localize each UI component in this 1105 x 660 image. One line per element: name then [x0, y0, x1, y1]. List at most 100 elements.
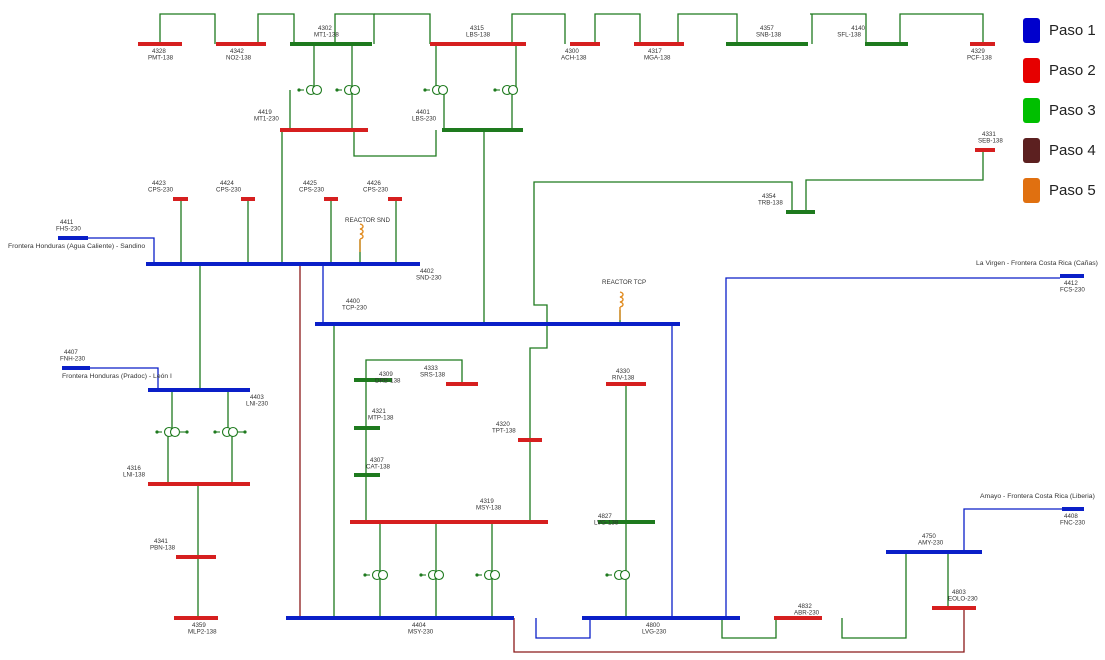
connection-line: [721, 618, 777, 639]
reactor-icon: [619, 291, 624, 320]
bus-number-label: 4321: [372, 408, 386, 415]
bus-number-label: 4309: [379, 371, 393, 378]
connection-line: [513, 608, 965, 653]
transformer-icon: [423, 84, 449, 96]
bus-name-label: TPT-138: [492, 428, 516, 435]
bus-number-label: 4827: [598, 513, 612, 520]
transformer-icon: [213, 426, 239, 438]
bus-number-label: 4803: [952, 589, 966, 596]
bus-name-label: PBN-138: [150, 545, 176, 552]
bus-name-label: FNC-230: [1060, 520, 1086, 527]
bus-name-label: CPS-230: [299, 187, 325, 194]
bus-name-label: SRS-138: [420, 372, 446, 379]
bus-name-label: RIV-138: [612, 375, 635, 382]
bus-name-label: MT1-138: [314, 32, 339, 39]
equipment-symbols: [155, 84, 631, 581]
transformer-icon: [297, 84, 323, 96]
bus-name-label: CPS-230: [216, 187, 242, 194]
bus-number-label: 4408: [1064, 513, 1078, 520]
bus-number-label: 4411: [60, 219, 74, 226]
legend-swatch: [1023, 137, 1040, 163]
legend: Paso 1 Paso 2 Paso 3 Paso 4 Paso 5: [1018, 10, 1105, 210]
connection-line: [841, 552, 907, 639]
bus-number-label: 4140: [851, 25, 865, 32]
bus-name-label: SND-230: [416, 275, 442, 282]
connection-line: [353, 130, 437, 157]
bus-number-label: 4404: [412, 622, 426, 629]
connection-line: [810, 13, 867, 44]
bus-number-label: 4331: [982, 131, 996, 138]
connection-line: [334, 13, 375, 44]
bus-name-label: PMT-138: [148, 55, 174, 62]
bus-name-label: SEB-138: [978, 138, 1003, 145]
bus-number-label: 4328: [152, 48, 166, 55]
legend-item: Paso 5: [1018, 170, 1105, 210]
legend-item: Paso 4: [1018, 130, 1105, 170]
bus-number-label: 4423: [152, 180, 166, 187]
connection-line: [374, 13, 431, 44]
bus-name-label: LNI-138: [123, 472, 146, 479]
legend-swatch: [1023, 97, 1040, 123]
bus-name-label: EOLO-230: [948, 596, 978, 603]
bus-number-label: 4302: [318, 25, 332, 32]
bus-name-label: MGA-138: [644, 55, 671, 62]
busbars: [58, 42, 1084, 620]
bus-number-label: 4750: [922, 533, 936, 540]
legend-item: Paso 2: [1018, 50, 1105, 90]
connection-line: [594, 13, 641, 44]
legend-swatch: [1023, 177, 1040, 203]
connection-line: [159, 13, 216, 44]
bus-number-label: 4341: [154, 538, 168, 545]
legend-swatch: [1023, 57, 1040, 83]
connection-line: [511, 13, 566, 44]
bus-number-label: 4319: [480, 498, 494, 505]
bus-name-label: MSY-230: [408, 629, 434, 636]
bus-number-label: 4342: [230, 48, 244, 55]
connection-line: [963, 508, 1062, 552]
legend-label: Paso 1: [1049, 21, 1096, 39]
bus-number-label: 4425: [303, 180, 317, 187]
reactor-icon: [359, 223, 364, 252]
bus-number-label: 4359: [192, 622, 206, 629]
reactor-tcp-label: REACTOR TCP: [602, 279, 646, 286]
bus-number-label: 4320: [496, 421, 510, 428]
tertiary-terminal-icon: [243, 430, 247, 434]
canas-interconnection-label: La Virgen - Frontera Costa Rica (Cañas): [976, 260, 1098, 267]
bus-name-label: DRB-138: [375, 378, 401, 385]
connection-line: [899, 13, 984, 44]
bus-number-label: 4401: [416, 109, 430, 116]
transformer-icon: [335, 84, 361, 96]
bus-number-label: 4403: [250, 394, 264, 401]
legend-item: Paso 1: [1018, 10, 1105, 50]
connection-line: [88, 237, 155, 264]
transformer-icon: [363, 569, 389, 581]
bus-number-label: 4400: [346, 298, 360, 305]
bus-number-label: 4424: [220, 180, 234, 187]
bus-name-label: MSY-138: [476, 505, 502, 512]
transformer-icon: [493, 84, 519, 96]
sandino-interconnection-label: Frontera Honduras (Agua Caliente) - Sand…: [8, 243, 145, 250]
legend-item: Paso 3: [1018, 90, 1105, 130]
connection-line: [257, 13, 295, 44]
connection-line: [90, 367, 159, 390]
bus-name-label: LNI-230: [246, 401, 269, 408]
connection-line: [805, 150, 984, 212]
bus-name-label: LBS-138: [466, 32, 491, 39]
bus-number-label: 4419: [258, 109, 272, 116]
connection-line: [725, 277, 1060, 618]
bus-number-label: 4800: [646, 622, 660, 629]
bus-name-label: TCP-230: [342, 305, 367, 312]
bus-name-label: FHS-230: [56, 226, 81, 233]
bus-number-label: 4300: [565, 48, 579, 55]
transformer-icon: [605, 569, 631, 581]
bus-name-label: CPS-230: [363, 187, 389, 194]
legend-label: Paso 4: [1049, 141, 1096, 159]
bus-number-label: 4402: [420, 268, 434, 275]
bus-number-label: 4357: [760, 25, 774, 32]
bus-number-label: 4426: [367, 180, 381, 187]
bus-number-label: 4354: [762, 193, 776, 200]
connection-line: [365, 359, 463, 384]
transformer-icon: [419, 569, 445, 581]
connection-line: [677, 13, 738, 44]
